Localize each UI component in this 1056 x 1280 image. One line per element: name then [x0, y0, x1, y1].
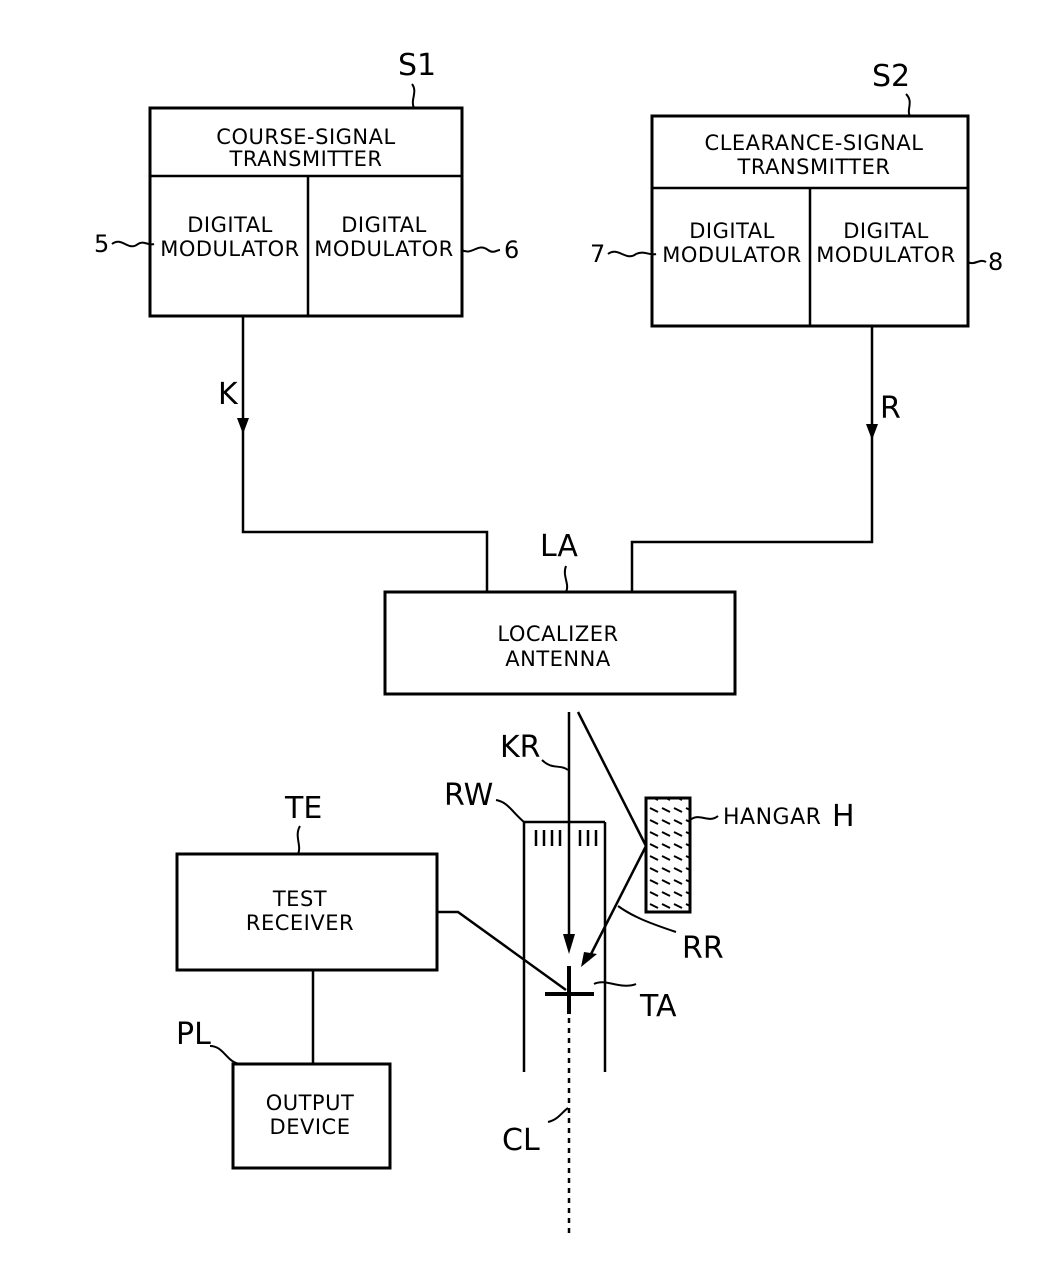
arrow-rr: [581, 952, 597, 967]
ref-la: LA: [540, 529, 578, 564]
digital-modulator-5-line2: MODULATOR: [160, 237, 300, 261]
arrow-k: [237, 418, 249, 434]
test-receiver-line2: RECEIVER: [246, 911, 354, 935]
digital-modulator-5-line1: DIGITAL: [187, 213, 273, 237]
leader-ta: [594, 982, 636, 985]
leader-7: [608, 252, 656, 257]
output-device-line1: OUTPUT: [266, 1091, 355, 1115]
clearance-transmitter-title-1: CLEARANCE-SIGNAL: [705, 131, 924, 155]
hangar-building: [646, 798, 690, 912]
runway-threshold-markings: [536, 830, 596, 846]
course-transmitter-title-1: COURSE-SIGNAL: [216, 125, 395, 149]
digital-modulator-6-line2: MODULATOR: [314, 237, 454, 261]
line-r: [632, 326, 872, 592]
ref-cl: CL: [502, 1123, 540, 1158]
ref-rw: RW: [444, 778, 493, 813]
ref-s2: S2: [872, 59, 910, 94]
ref-s1: S1: [398, 48, 436, 83]
leader-pl: [210, 1046, 240, 1064]
leader-cl: [548, 1108, 568, 1122]
output-device-line2: DEVICE: [270, 1115, 351, 1139]
reflection-ray-rr: [588, 846, 646, 960]
ref-8: 8: [988, 248, 1003, 276]
leader-8: [968, 261, 986, 263]
clearance-signal-transmitter: CLEARANCE-SIGNAL TRANSMITTER DIGITAL MOD…: [652, 116, 968, 326]
arrow-kr: [563, 934, 575, 954]
digital-modulator-7-line1: DIGITAL: [689, 219, 775, 243]
leader-la: [565, 566, 567, 592]
leader-hangar: [690, 816, 718, 820]
course-transmitter-title-2: TRANSMITTER: [229, 147, 383, 171]
test-receiver-line1: TEST: [272, 887, 327, 911]
ref-hangar-h: H: [832, 799, 855, 834]
leader-6: [462, 247, 500, 251]
ref-7: 7: [590, 240, 605, 268]
leader-kr: [542, 760, 568, 770]
ref-k: K: [218, 377, 239, 412]
digital-modulator-6-line1: DIGITAL: [341, 213, 427, 237]
digital-modulator-8-line2: MODULATOR: [816, 243, 956, 267]
ref-kr: KR: [500, 730, 541, 765]
ref-r: R: [880, 391, 901, 426]
ref-ta: TA: [639, 989, 677, 1024]
ref-te: TE: [284, 791, 322, 826]
leader-s1: [412, 84, 414, 108]
leader-s2: [906, 94, 910, 116]
course-signal-transmitter: COURSE-SIGNAL TRANSMITTER DIGITAL MODULA…: [150, 108, 462, 316]
line-k: [243, 316, 487, 592]
ref-rr: RR: [682, 931, 724, 966]
leader-rw: [496, 800, 524, 822]
line-receiver-to-antenna: [437, 912, 566, 990]
reflection-ray-to-hangar: [578, 712, 646, 846]
hangar-label: HANGAR: [723, 805, 821, 830]
arrow-r: [866, 424, 878, 440]
clearance-transmitter-title-2: TRANSMITTER: [737, 155, 891, 179]
leader-te: [298, 826, 300, 854]
localizer-antenna-line2: ANTENNA: [505, 647, 611, 671]
digital-modulator-8-line1: DIGITAL: [843, 219, 929, 243]
ref-pl: PL: [176, 1017, 211, 1052]
digital-modulator-7-line2: MODULATOR: [662, 243, 802, 267]
localizer-antenna-line1: LOCALIZER: [497, 622, 618, 646]
ref-5: 5: [94, 230, 109, 258]
leader-5: [112, 242, 154, 247]
ref-6: 6: [504, 236, 519, 264]
